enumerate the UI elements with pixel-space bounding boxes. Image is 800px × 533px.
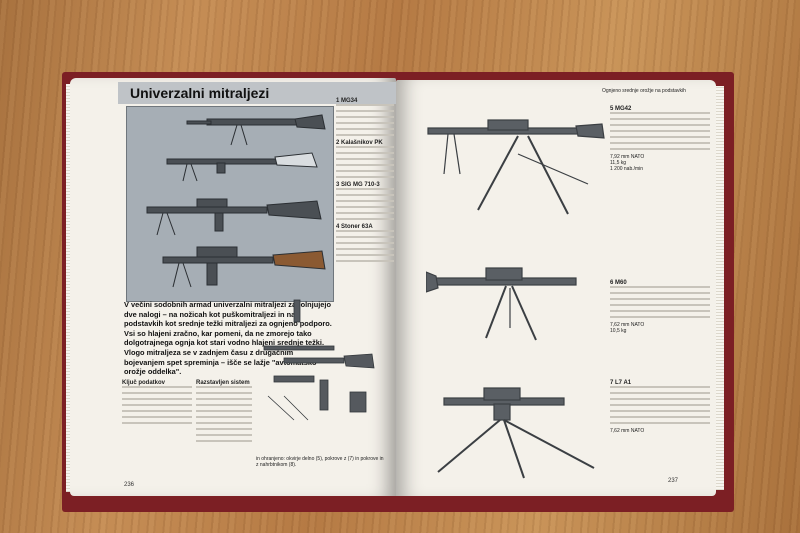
disassembled-parts-drawing <box>263 299 375 421</box>
item-heading: 4 Stoner 63A <box>336 224 373 230</box>
item-heading: 2 Kalašnikov PK <box>336 140 383 146</box>
m60-bipod-drawing <box>426 267 577 341</box>
right-page-header: Ognjeno srednje orožje na podstavkih <box>602 88 686 94</box>
item-heading: 7 L7 A1 <box>610 380 632 386</box>
item-heading: 5 MG42 <box>610 106 632 112</box>
weapons-plate <box>126 106 334 302</box>
spec-line: 7,62 mm NATO <box>610 322 645 328</box>
item-heading: 6 M60 <box>610 280 627 286</box>
spec-line: 7,92 mm NATO <box>610 154 645 160</box>
caption-bottom: in ohranjeno: okvirje delno (5), pokrove… <box>256 456 384 468</box>
spec-line: 11,5 kg <box>610 160 627 166</box>
left-column-text: 1 MG34 2 Kalašnikov PK 3 SIG MG 710-3 4 … <box>336 98 394 266</box>
disassembly-text: Razstavljen sistem <box>196 380 252 446</box>
disassembly-heading: Razstavljen sistem <box>196 380 250 386</box>
left-page: Univerzalni mitraljezi <box>70 78 396 496</box>
legend-block: Ključ podatkov <box>122 380 192 428</box>
legend-heading: Ključ podatkov <box>122 380 166 386</box>
mg42-tripod-drawing <box>427 119 605 215</box>
mg42-text: 5 MG42 7,92 mm NATO 11,5 kg 1 200 nab./m… <box>610 106 710 172</box>
page-number-right: 237 <box>668 478 679 484</box>
open-book: Univerzalni mitraljezi <box>66 70 730 504</box>
item-heading: 1 MG34 <box>336 98 358 104</box>
page-edges-right <box>714 86 724 490</box>
item-heading: 3 SIG MG 710-3 <box>336 182 380 188</box>
m60-text: 6 M60 7,62 mm NATO 10,5 kg <box>610 280 710 334</box>
machine-gun-drawings <box>146 114 326 288</box>
spec-line: 7,62 mm NATO <box>610 428 645 434</box>
page-number-left: 236 <box>124 482 135 488</box>
spec-line: 10,5 kg <box>610 328 627 334</box>
spec-line: 1 200 nab./min <box>610 166 644 172</box>
right-page: Ognjeno srednje orožje na podstavkih 5 M… <box>396 80 716 496</box>
page-title: Univerzalni mitraljezi <box>130 85 270 101</box>
l7a1-text: 7 L7 A1 7,62 mm NATO <box>610 380 710 434</box>
intro-paragraph: V večini sodobnih armad univerzalni mitr… <box>124 300 332 377</box>
title-bar: Univerzalni mitraljezi <box>118 82 396 104</box>
l7a1-tripod-drawing <box>437 387 595 479</box>
